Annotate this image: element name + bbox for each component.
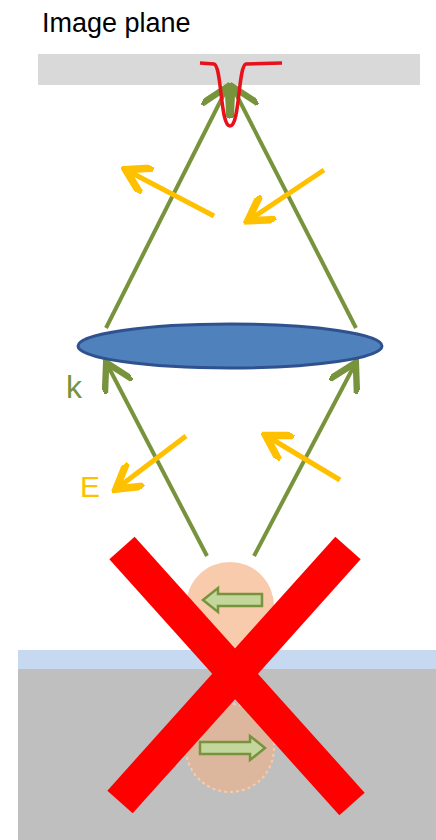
field-label: E (80, 470, 100, 503)
ray (254, 366, 354, 556)
plane-label: Image plane (42, 9, 191, 39)
ray (234, 90, 356, 328)
ray (108, 366, 207, 556)
field-arrow (270, 438, 340, 480)
wavevector-label: k (66, 370, 82, 405)
field-arrow (252, 170, 324, 218)
ray (106, 90, 226, 328)
dipole-arrow (203, 588, 262, 612)
field-arrow (120, 436, 186, 486)
field-arrow (130, 172, 214, 216)
image-dipole-arrow (200, 736, 265, 760)
cross-mark (120, 548, 348, 802)
lens (78, 324, 382, 368)
image-plane-bar (38, 54, 420, 85)
intensity-profile (200, 63, 282, 126)
